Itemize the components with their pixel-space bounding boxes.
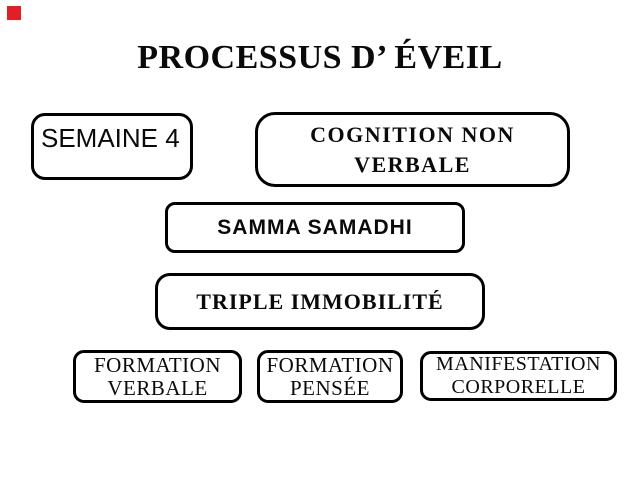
box-formation-pensee: FORMATION PENSÉE: [257, 350, 403, 403]
box-formation-verbale: FORMATION VERBALE: [73, 350, 242, 403]
box-formation-pensee-line-1: FORMATION: [266, 352, 394, 377]
box-samma-samadhi-label: SAMMA SAMADHI: [217, 215, 413, 239]
box-manifestation-corporelle-line-2: CORPORELLE: [451, 376, 586, 398]
box-manifestation-corporelle-line-1: MANIFESTATION: [436, 353, 601, 375]
box-formation-verbale-line-2: VERBALE: [107, 375, 208, 400]
red-marker-square: [7, 6, 21, 20]
box-formation-pensee-line-2: PENSÉE: [289, 375, 370, 400]
box-cognition-line-1: COGNITION NON: [310, 121, 515, 147]
box-semaine-4: SEMAINE 4: [31, 113, 193, 180]
slide-title: PROCESSUS D’ ÉVEIL: [137, 39, 503, 76]
box-samma-samadhi: SAMMA SAMADHI: [165, 202, 465, 253]
box-cognition-non-verbale: COGNITION NON VERBALE: [255, 112, 570, 187]
box-triple-immobilite-label: TRIPLE IMMOBILITÉ: [196, 288, 444, 314]
box-triple-immobilite: TRIPLE IMMOBILITÉ: [155, 273, 485, 330]
box-formation-verbale-line-1: FORMATION: [93, 352, 221, 377]
box-cognition-line-2: VERBALE: [354, 151, 471, 177]
box-manifestation-corporelle: MANIFESTATION CORPORELLE: [420, 351, 617, 401]
box-semaine-4-label: SEMAINE 4: [41, 123, 180, 153]
